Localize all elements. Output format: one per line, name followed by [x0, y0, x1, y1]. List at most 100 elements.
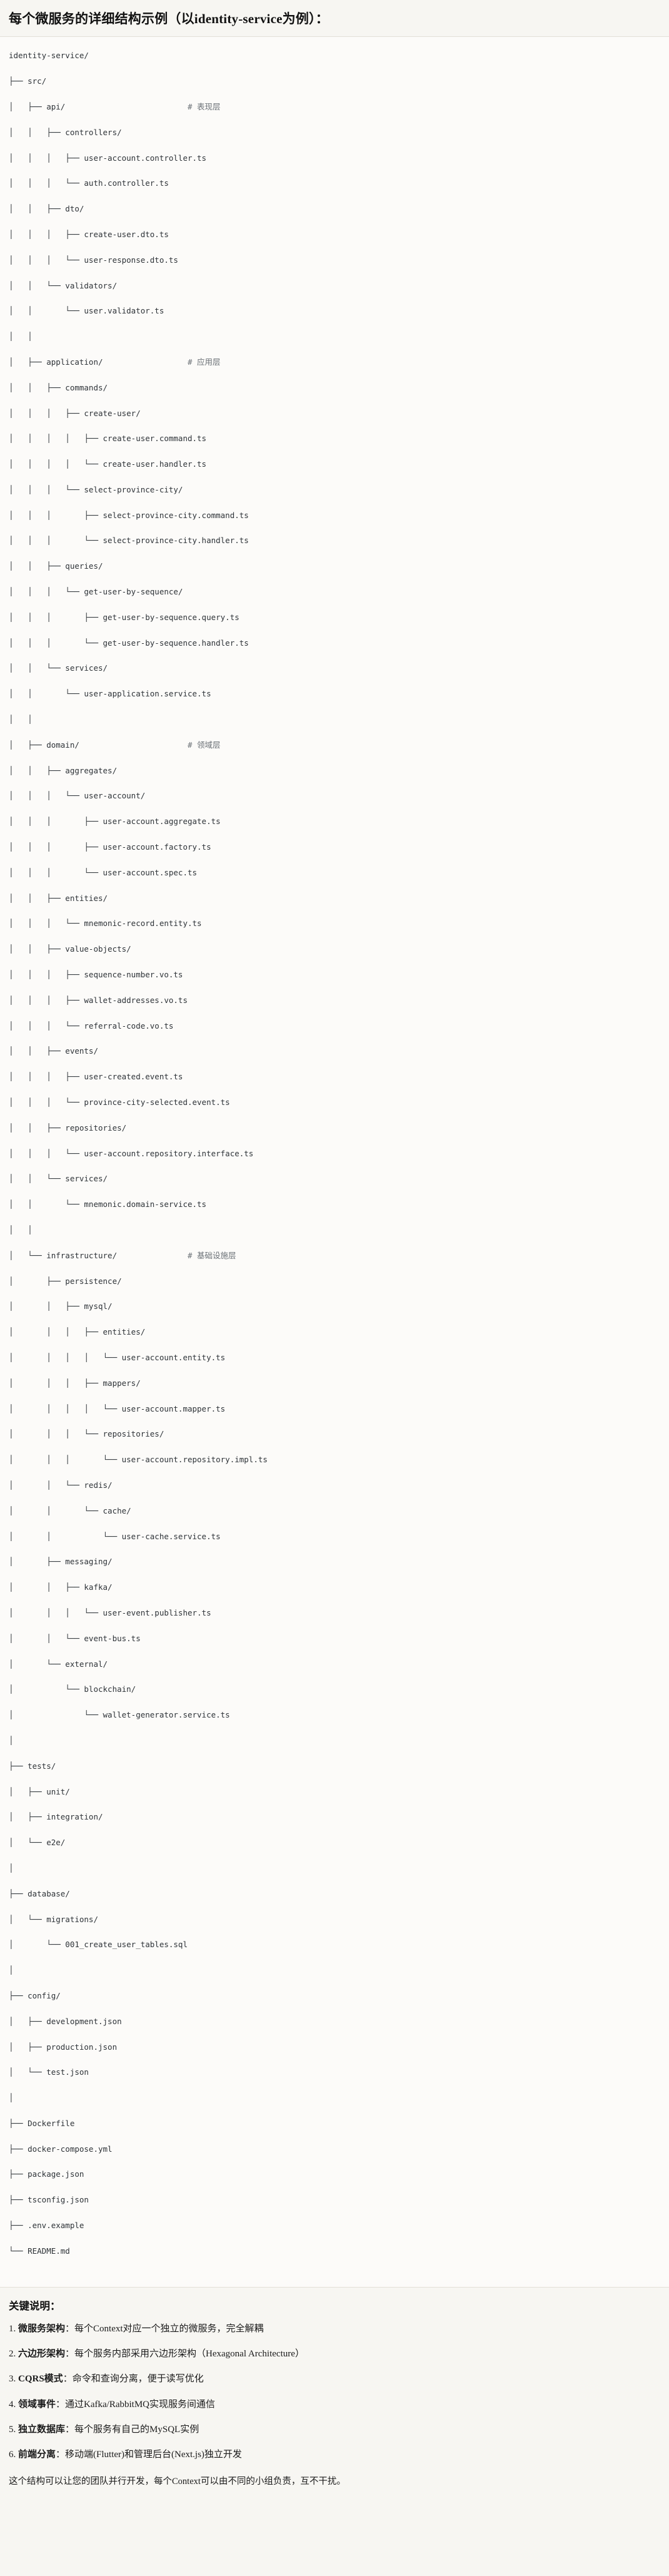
tree-line: │ │ ├── controllers/ [9, 126, 660, 139]
tree-line: │ │ └── user-cache.service.ts [9, 1530, 660, 1543]
tree-line: │ [9, 1862, 660, 1875]
tree-path: │ │ │ └── user-account/ [9, 791, 146, 801]
tree-line: │ │ └── mnemonic.domain-service.ts [9, 1198, 660, 1211]
key-note-number: 2. [9, 2349, 16, 2360]
tree-path: │ [9, 1735, 14, 1745]
tree-path: │ │ │ ├── get-user-by-sequence.query.ts [9, 612, 239, 622]
tree-line: │ │ └── services/ [9, 1173, 660, 1185]
tree-line: │ │ │ ├── wallet-addresses.vo.ts [9, 994, 660, 1007]
tree-line: │ │ [9, 713, 660, 726]
tree-line: │ │ │ │ └── create-user.handler.ts [9, 458, 660, 471]
tree-path: │ │ ├── repositories/ [9, 1123, 127, 1133]
tree-path: │ ├── unit/ [9, 1786, 70, 1796]
tree-line: │ │ [9, 330, 660, 343]
tree-line: │ [9, 2092, 660, 2104]
tree-line: │ ├── integration/ [9, 1811, 660, 1823]
tree-line: │ [9, 1734, 660, 1747]
tree-path: │ │ │ ├── create-user/ [9, 408, 141, 418]
tree-path: │ │ │ │ └── user-account.entity.ts [9, 1352, 226, 1362]
page-title: 每个微服务的详细结构示例（以identity-service为例）： [9, 11, 329, 26]
key-note-term: 领域事件 [18, 2399, 56, 2410]
tree-path: │ │ ├── commands/ [9, 382, 108, 392]
tree-line: │ ├── production.json [9, 2041, 660, 2054]
tree-line: │ │ │ └── referral-code.vo.ts [9, 1020, 660, 1032]
tree-line: │ └── blockchain/ [9, 1683, 660, 1696]
key-note-description: 通过Kafka/RabbitMQ实现服务间通信 [65, 2399, 216, 2410]
tree-path: │ │ └── user-application.service.ts [9, 689, 211, 699]
key-note-number: 1. [9, 2323, 16, 2334]
tree-path: │ │ │ └── user-response.dto.ts [9, 255, 178, 265]
tree-path: identity-service/ [9, 51, 89, 61]
tree-path: │ │ │ ├── create-user.dto.ts [9, 229, 169, 239]
tree-path: │ ├── domain/ [9, 740, 79, 750]
tree-line: ├── .env.example [9, 2219, 660, 2232]
tree-path: │ │ [9, 1225, 33, 1235]
key-note-term: 前端分离 [18, 2450, 56, 2460]
tree-path: │ [9, 1863, 14, 1873]
tree-line: │ ├── application/ # 应用层 [9, 356, 660, 369]
tree-path: │ └── wallet-generator.service.ts [9, 1710, 230, 1720]
directory-tree: identity-service/ ├── src/ │ ├── api/ # … [9, 49, 660, 2270]
tree-path: │ │ ├── entities/ [9, 893, 108, 903]
tree-line: │ │ │ └── auth.controller.ts [9, 177, 660, 190]
tree-path: │ [9, 2093, 14, 2103]
tree-path: │ │ ├── controllers/ [9, 127, 122, 137]
tree-path: ├── config/ [9, 1990, 61, 2000]
tree-path: │ │ │ ├── user-created.event.ts [9, 1072, 183, 1082]
closing-paragraph: 这个结构可以让您的团队并行开发，每个Context可以由不同的小组负责，互不干扰… [9, 2477, 346, 2487]
tree-line: │ │ └── cache/ [9, 1505, 660, 1517]
tree-line: │ ├── development.json [9, 2015, 660, 2028]
tree-path: │ │ [9, 715, 33, 725]
tree-path: ├── tsconfig.json [9, 2195, 89, 2205]
tree-path: │ ├── development.json [9, 2016, 122, 2026]
tree-line: ├── config/ [9, 1990, 660, 2002]
tree-path: │ [9, 1965, 14, 1975]
tree-path: │ │ └── services/ [9, 1174, 108, 1184]
key-note-term: 六边形架构 [18, 2349, 66, 2360]
key-note-description: 命令和查询分离，便于读写优化 [72, 2374, 204, 2385]
tree-path: │ └── blockchain/ [9, 1684, 136, 1694]
tree-line: │ │ ├── queries/ [9, 560, 660, 573]
tree-line: │ └── 001_create_user_tables.sql [9, 1938, 660, 1951]
key-note-description: 每个服务内部采用六边形架构（Hexagonal Architecture） [74, 2349, 304, 2360]
tree-path: │ ├── persistence/ [9, 1276, 122, 1286]
tree-path: │ ├── application/ [9, 357, 103, 367]
tree-line: │ ├── api/ # 表现层 [9, 101, 660, 113]
tree-path: ├── Dockerfile [9, 2118, 75, 2128]
tree-path: │ │ │ └── mnemonic-record.entity.ts [9, 919, 202, 929]
tree-path: │ │ │ ├── mappers/ [9, 1378, 141, 1388]
document-page: 每个微服务的详细结构示例（以identity-service为例）： ident… [0, 11, 669, 2502]
tree-path: │ ├── messaging/ [9, 1557, 113, 1567]
key-note-number: 3. [9, 2374, 16, 2385]
key-note-item: 3. CQRS模式：命令和查询分离，便于读写优化 [9, 2372, 660, 2386]
tree-line: │ │ │ ├── entities/ [9, 1326, 660, 1338]
tree-line: │ └── migrations/ [9, 1913, 660, 1926]
tree-path: │ │ │ └── get-user-by-sequence/ [9, 587, 183, 597]
tree-line: │ │ ├── kafka/ [9, 1581, 660, 1594]
key-note-separator: ： [63, 2374, 73, 2385]
tree-line: │ │ │ │ ├── create-user.command.ts [9, 432, 660, 445]
tree-line: │ ├── domain/ # 领域层 [9, 739, 660, 751]
tree-path: │ │ ├── dto/ [9, 204, 84, 214]
tree-path: │ │ │ │ └── create-user.handler.ts [9, 459, 207, 469]
tree-path: │ │ │ ├── user-account.controller.ts [9, 153, 207, 163]
directory-tree-block: identity-service/ ├── src/ │ ├── api/ # … [0, 37, 669, 2288]
key-note-number: 5. [9, 2424, 16, 2435]
tree-path: │ │ ├── queries/ [9, 561, 103, 571]
tree-line: │ │ │ └── user-event.publisher.ts [9, 1607, 660, 1619]
tree-line: ├── src/ [9, 75, 660, 88]
tree-line: │ │ │ ├── create-user/ [9, 407, 660, 420]
tree-path: │ │ ├── value-objects/ [9, 944, 131, 954]
tree-line: identity-service/ [9, 49, 660, 62]
tree-line: │ [9, 1964, 660, 1977]
tree-path: │ ├── production.json [9, 2042, 118, 2052]
tree-line: │ │ └── redis/ [9, 1479, 660, 1492]
key-note-separator: ： [65, 2424, 75, 2435]
tree-line: │ │ │ ├── get-user-by-sequence.query.ts [9, 611, 660, 624]
tree-path: │ │ └── redis/ [9, 1480, 113, 1490]
tree-path: ├── tests/ [9, 1761, 56, 1771]
tree-line: │ │ [9, 1224, 660, 1236]
tree-path: │ │ │ └── referral-code.vo.ts [9, 1021, 174, 1031]
tree-path: ├── src/ [9, 76, 47, 86]
